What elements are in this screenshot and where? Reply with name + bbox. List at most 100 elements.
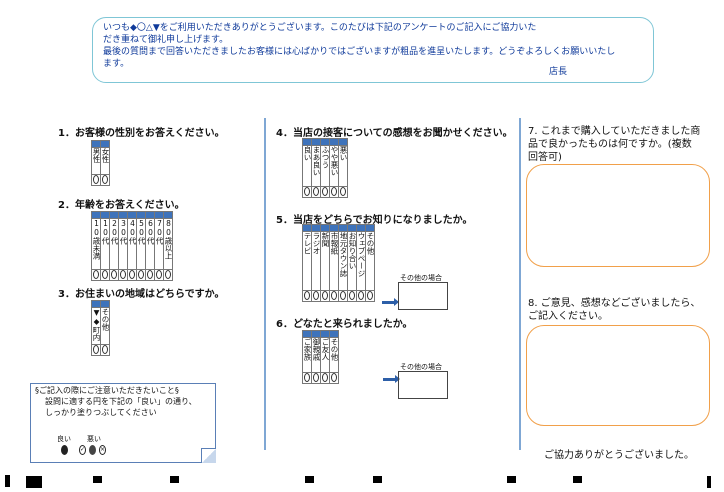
q2-option-label: 10代 bbox=[100, 218, 110, 270]
q2-option-label: 40代 bbox=[127, 218, 137, 270]
q5-answer-oval[interactable] bbox=[313, 291, 319, 300]
grid-header-cell bbox=[145, 211, 155, 219]
q6-option-label: ご家族 bbox=[302, 337, 312, 373]
q5-answer-oval[interactable] bbox=[349, 291, 355, 300]
q6-option-label: その他 bbox=[329, 337, 339, 373]
q2-option-label: 10歳未満 bbox=[91, 218, 101, 270]
q4-answer-oval[interactable] bbox=[304, 187, 310, 196]
grid-header-cell bbox=[338, 138, 348, 146]
q1-answer-grid: 男性女性 bbox=[91, 140, 110, 186]
oval-cell bbox=[100, 174, 110, 186]
q6-answer-oval[interactable] bbox=[304, 373, 310, 382]
q8-answer-box[interactable] bbox=[526, 325, 710, 426]
q4-answer-oval[interactable] bbox=[331, 187, 337, 196]
grid-header-cell bbox=[320, 224, 330, 232]
oval-cell bbox=[320, 372, 330, 384]
q6-answer-oval[interactable] bbox=[313, 373, 319, 382]
q2-answer-oval[interactable] bbox=[165, 270, 171, 279]
note-line-1: 設問に適する円を下記の「良い」の通り、 bbox=[45, 397, 197, 406]
q1-answer-oval[interactable] bbox=[102, 175, 108, 184]
q2-answer-oval[interactable] bbox=[147, 270, 153, 279]
intro-line-2: だき重ねて御礼申し上げます。 bbox=[103, 35, 229, 45]
page-fold-corner bbox=[201, 448, 216, 463]
note-good-label: 良い bbox=[57, 435, 71, 443]
q8-title-line-2: ご記入ください。 bbox=[528, 311, 608, 322]
q6-other-label: その他の場合 bbox=[400, 363, 442, 371]
grid-header-cell bbox=[118, 211, 128, 219]
column-divider-right bbox=[519, 118, 521, 450]
grid-header-cell bbox=[329, 224, 339, 232]
q5-other-input[interactable] bbox=[398, 282, 448, 310]
grid-header-cell bbox=[311, 138, 321, 146]
q2-answer-oval[interactable] bbox=[138, 270, 144, 279]
q3-answer-oval[interactable] bbox=[102, 345, 108, 354]
q2-answer-oval[interactable] bbox=[156, 270, 162, 279]
grid-header-cell bbox=[154, 211, 164, 219]
q4-answer-oval[interactable] bbox=[313, 187, 319, 196]
registration-mark bbox=[93, 476, 102, 483]
grid-header-cell bbox=[302, 224, 312, 232]
q5-option-label: 新聞 bbox=[320, 231, 330, 291]
oval-cell bbox=[356, 290, 366, 302]
oval-cell bbox=[347, 290, 357, 302]
q4-answer-oval[interactable] bbox=[322, 187, 328, 196]
oval-cell bbox=[329, 186, 339, 198]
q2-answer-oval[interactable] bbox=[93, 270, 99, 279]
q3-option-label: その他 bbox=[100, 307, 110, 345]
grid-header-cell bbox=[163, 211, 173, 219]
oval-cell bbox=[302, 372, 312, 384]
q5-answer-oval[interactable] bbox=[358, 291, 364, 300]
q2-answer-oval[interactable] bbox=[102, 270, 108, 279]
oval-cell bbox=[302, 290, 312, 302]
q2-option-label: 60代 bbox=[145, 218, 155, 270]
grid-header-cell bbox=[100, 300, 110, 308]
q4-answer-oval[interactable] bbox=[340, 187, 346, 196]
q2-option-label: 70代 bbox=[154, 218, 164, 270]
grid-header-cell bbox=[91, 211, 101, 219]
oval-cell bbox=[329, 372, 339, 384]
q2-answer-oval[interactable] bbox=[120, 270, 126, 279]
oval-cell bbox=[329, 290, 339, 302]
grid-header-cell bbox=[91, 300, 101, 308]
q2-answer-oval[interactable] bbox=[111, 270, 117, 279]
grid-header-cell bbox=[347, 224, 357, 232]
q6-other-input[interactable] bbox=[398, 371, 448, 399]
grid-header-cell bbox=[136, 211, 146, 219]
q1-option-label: 男性 bbox=[91, 147, 101, 175]
q6-arrow-icon bbox=[383, 375, 400, 383]
oval-cell bbox=[91, 269, 101, 281]
grid-header-cell bbox=[320, 330, 330, 338]
q5-option-label: お知り合い bbox=[347, 231, 357, 291]
q3-answer-oval[interactable] bbox=[93, 345, 99, 354]
q5-answer-oval[interactable] bbox=[322, 291, 328, 300]
q5-answer-oval[interactable] bbox=[367, 291, 373, 300]
grid-header-cell bbox=[109, 211, 119, 219]
q2-option-label: 80歳以上 bbox=[163, 218, 173, 270]
q5-answer-oval[interactable] bbox=[304, 291, 310, 300]
check-oval-bad-icon: ✓ bbox=[79, 445, 86, 455]
registration-mark bbox=[373, 476, 382, 483]
q7-answer-box[interactable] bbox=[526, 164, 710, 267]
q5-other-label: その他の場合 bbox=[400, 274, 442, 282]
q6-option-label: 御親戚 bbox=[311, 337, 321, 373]
q1-answer-oval[interactable] bbox=[93, 175, 99, 184]
q2-answer-oval[interactable] bbox=[129, 270, 135, 279]
grid-header-cell bbox=[311, 224, 321, 232]
instructions-note: §ご記入の際にご注意いただきたいこと§ 設問に適する円を下記の「良い」の通り、 … bbox=[30, 383, 216, 463]
q4-option-label: 悪い bbox=[338, 145, 348, 187]
registration-mark bbox=[507, 476, 516, 483]
q8-title-line-1: 8. ご意見、感想などございましたら、 bbox=[528, 298, 701, 309]
registration-mark bbox=[573, 476, 582, 483]
q5-answer-oval[interactable] bbox=[331, 291, 337, 300]
q4-option-label: ふつう bbox=[320, 145, 330, 187]
oval-cell bbox=[338, 290, 348, 302]
q5-answer-oval[interactable] bbox=[340, 291, 346, 300]
q6-option-label: ご友人 bbox=[320, 337, 330, 373]
grid-header-cell bbox=[320, 138, 330, 146]
grid-header-cell bbox=[91, 140, 101, 148]
q6-answer-oval[interactable] bbox=[331, 373, 337, 382]
thanks-text: ご協力ありがとうございました。 bbox=[544, 450, 694, 461]
note-bad-label: 悪い bbox=[87, 435, 101, 443]
q6-answer-oval[interactable] bbox=[322, 373, 328, 382]
